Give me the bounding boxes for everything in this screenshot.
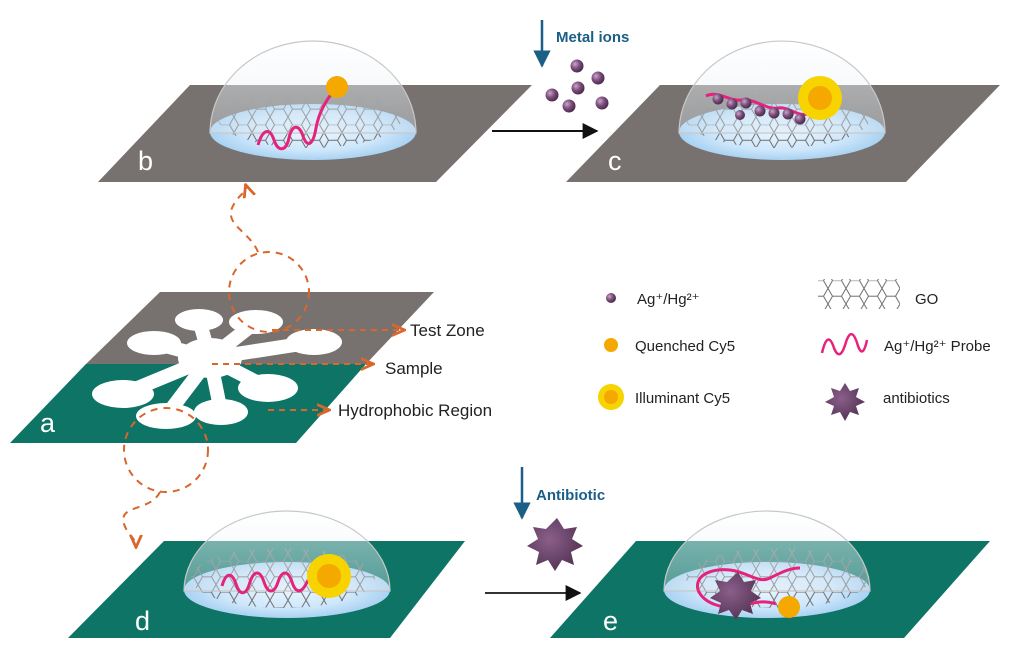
zoom-curve-to-b bbox=[229, 186, 259, 253]
dome-d bbox=[183, 510, 391, 592]
zoom-curve-to-d bbox=[122, 491, 161, 546]
legend-probe-symbol bbox=[820, 333, 869, 356]
legend-quenched-label: Quenched Cy5 bbox=[635, 338, 735, 355]
illuminant-cy5-c-core bbox=[808, 86, 832, 110]
bound-antibiotic-star bbox=[710, 572, 761, 620]
callout-arrows bbox=[212, 330, 403, 410]
legend-probe-label: Ag⁺/Hg²⁺ Probe bbox=[884, 338, 991, 355]
legend-illuminant-label: Illuminant Cy5 bbox=[635, 390, 730, 407]
panel-letter-c: c bbox=[608, 146, 622, 176]
zoom-circle-bottom bbox=[123, 407, 209, 493]
metal-ions-label: Metal ions bbox=[556, 29, 629, 46]
legend: Ag⁺/Hg²⁺ GO Quenched Cy5 Ag⁺/Hg²⁺ Probe … bbox=[598, 279, 991, 421]
legend-antibiotics-label: antibiotics bbox=[883, 390, 950, 407]
panel-a: a Test Zone Sample Hydrophobic Region bbox=[10, 292, 492, 443]
panel-letter-b: b bbox=[138, 146, 153, 176]
probe-d bbox=[220, 571, 310, 595]
panel-e: e bbox=[550, 510, 990, 638]
legend-ions-label: Ag⁺/Hg²⁺ bbox=[637, 291, 700, 308]
quenched-cy5-b bbox=[326, 76, 348, 98]
legend-quenched-symbol bbox=[604, 338, 618, 352]
dome-c bbox=[678, 40, 886, 134]
free-antibiotic-star bbox=[527, 518, 583, 571]
sample-label: Sample bbox=[385, 359, 443, 378]
probe-c bbox=[705, 92, 813, 116]
dome-b bbox=[209, 40, 417, 134]
legend-illuminant-core bbox=[604, 390, 618, 404]
free-ions-cluster bbox=[545, 59, 609, 113]
panel-c: c bbox=[566, 40, 1000, 182]
legend-ion-symbol bbox=[606, 293, 616, 303]
panel-b: b bbox=[98, 40, 532, 182]
legend-go-label: GO bbox=[915, 291, 938, 308]
metal-ions-step: Metal ions bbox=[492, 20, 629, 139]
hydrophobic-region-label: Hydrophobic Region bbox=[338, 401, 492, 420]
probe-e bbox=[696, 566, 801, 591]
quenched-cy5-e bbox=[778, 596, 800, 618]
antibiotic-step: Antibiotic bbox=[485, 467, 605, 601]
legend-go-symbol bbox=[818, 279, 900, 309]
zoom-circle-top bbox=[228, 251, 310, 333]
paper-device-pattern bbox=[92, 309, 342, 429]
zoom-indicators bbox=[122, 186, 310, 546]
illuminant-cy5-d-core bbox=[317, 564, 341, 588]
test-zone-label: Test Zone bbox=[410, 321, 485, 340]
panel-letter-e: e bbox=[603, 606, 618, 636]
panel-d: d bbox=[68, 510, 465, 638]
bound-ions-c bbox=[712, 93, 806, 125]
panel-letter-d: d bbox=[135, 606, 150, 636]
panel-letter-a: a bbox=[40, 408, 56, 438]
probe-b bbox=[256, 87, 338, 151]
antibiotic-label: Antibiotic bbox=[536, 487, 605, 504]
legend-antibiotic-symbol bbox=[825, 383, 865, 421]
